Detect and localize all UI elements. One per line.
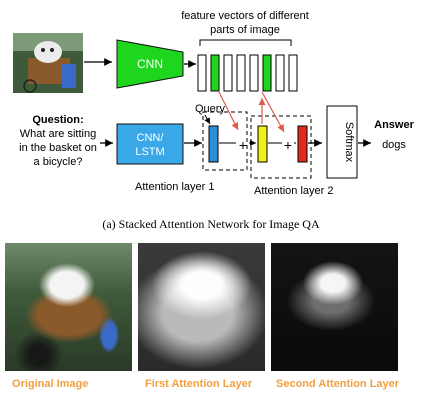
refined-query-vector [257,125,268,163]
second-attention-label: Second Attention Layer [276,378,400,390]
feature-vectors-caption-line1: feature vectors of different [181,10,309,22]
second-attention-map [271,243,398,371]
query-label: Query [195,103,225,115]
attention-layer-1-label: Attention layer 1 [135,181,215,193]
original-image-label: Original Image [12,378,89,390]
answer-title: Answer [374,119,414,131]
attention-layer-2-box [250,115,312,179]
cnn-block [116,39,184,89]
feature-vectors-caption-line2: parts of image [210,24,280,36]
question-title: Question: [32,114,83,126]
attention-layer-2-label: Attention layer 2 [254,185,334,197]
question-line-2: in the basket on [19,142,97,154]
first-attention-label: First Attention Layer [145,378,253,390]
input-image-thumbnail [13,33,83,93]
plus-symbol-1: + [239,137,247,153]
cnn-lstm-label-line2: LSTM [135,146,164,158]
figure-caption: (a) Stacked Attention Network for Image … [102,217,320,231]
final-query-vector [297,125,308,163]
cnn-lstm-block [116,123,184,165]
attention-layer-1-box [202,111,248,171]
cnn-lstm-label-line1: CNN/ [137,132,165,144]
san-diagram: CNN feature vectors of different parts o… [13,10,415,231]
plus-symbol-2: + [284,137,292,153]
feature-bracket [199,39,292,46]
query-vector [208,125,219,163]
original-image [5,243,132,371]
answer-value: dogs [382,139,406,151]
softmax-block [326,105,358,179]
feature-vectors [197,54,298,92]
softmax-label: Softmax [343,122,355,163]
cnn-label: CNN [137,57,163,71]
first-attention-map [138,243,265,371]
question-line-1: What are sitting [20,128,96,140]
question-line-3: a bicycle? [34,156,83,168]
